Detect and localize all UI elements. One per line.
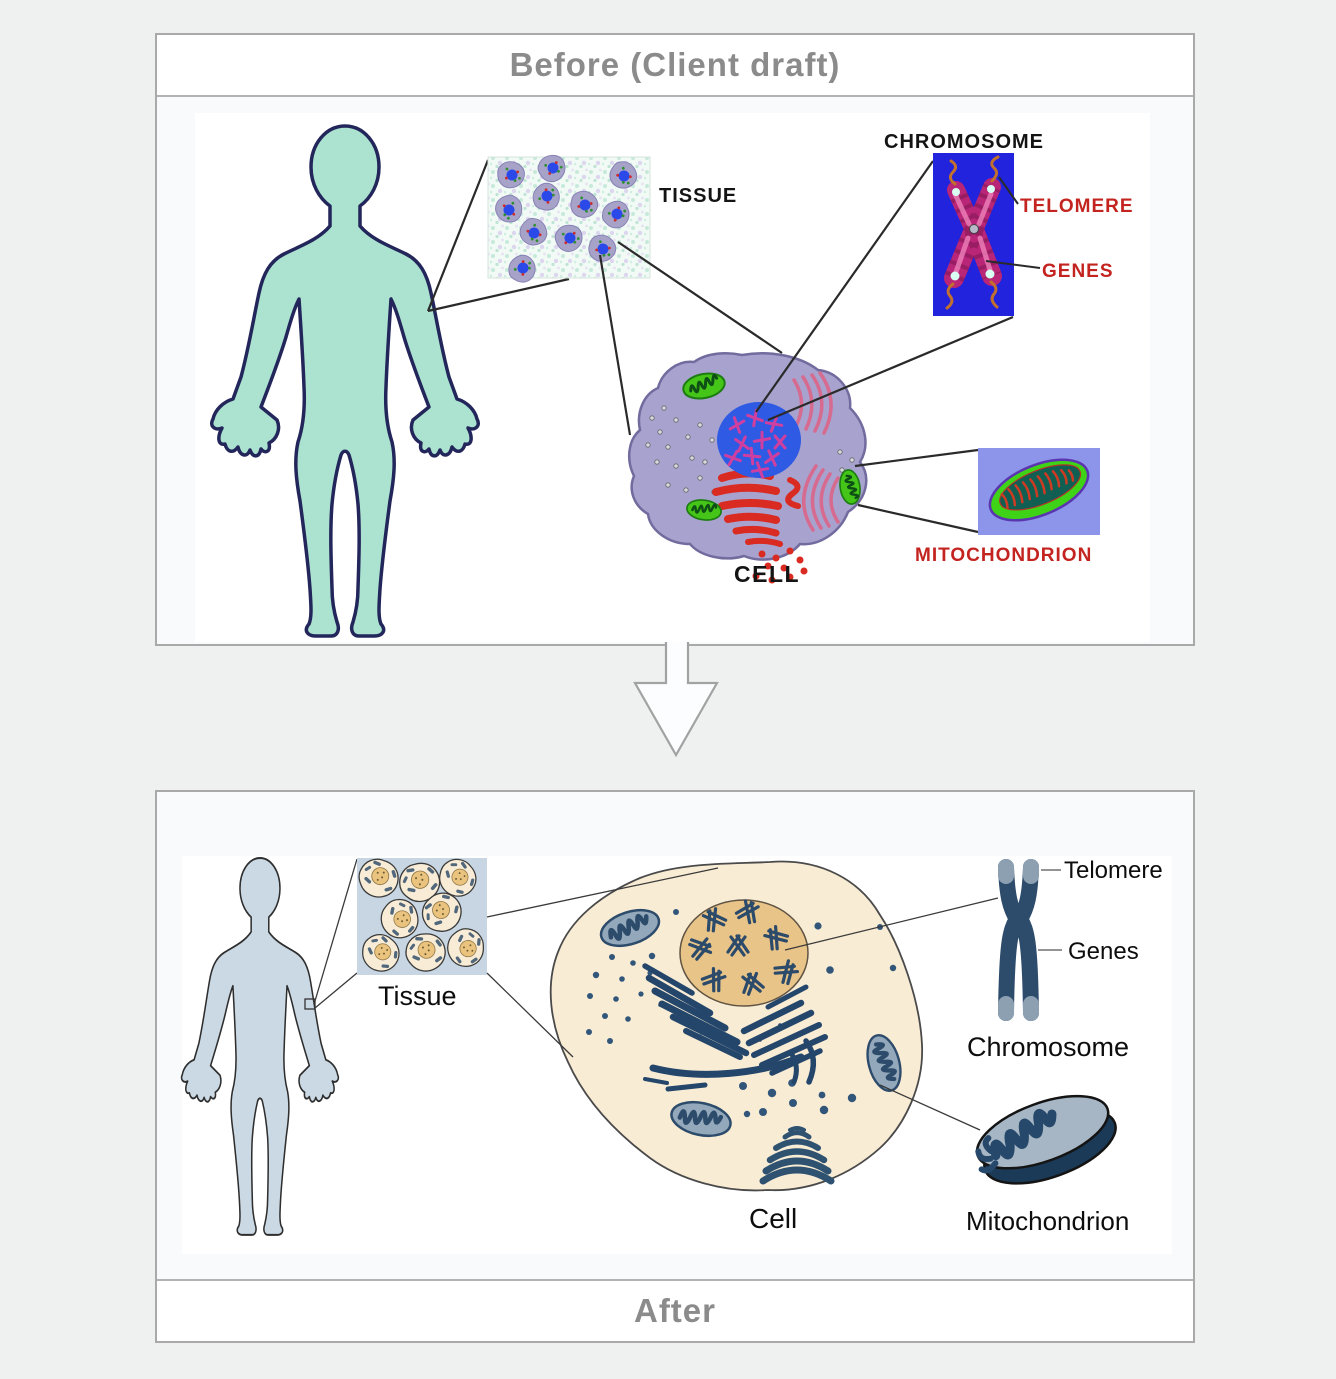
cell-granules: [645, 405, 855, 495]
after-pointer-lines: [1038, 869, 1062, 951]
chromosome-highlights: [952, 191, 994, 275]
cell-label: Cell: [749, 1203, 797, 1234]
endoplasmic-reticulum: [642, 963, 828, 1092]
tissue-illustration: [487, 151, 651, 289]
before-panel: Before (Client draft): [155, 33, 1195, 646]
golgi-apparatus: [759, 1126, 835, 1185]
after-connector-lines: [486, 867, 999, 1131]
cell-label: CELL: [734, 561, 800, 587]
telomere-tips: [950, 185, 995, 281]
tissue-label: Tissue: [378, 981, 457, 1011]
before-illustration: TISSUE CHROMOSOME TELOMERE GENES CELL MI…: [157, 97, 1193, 644]
body-to-tissue-lines: [314, 858, 358, 1009]
after-title: After: [633, 1292, 716, 1329]
cell-membrane: [549, 860, 923, 1192]
before-connector-lines: [598, 160, 1014, 534]
centromere: [969, 224, 979, 234]
chromosome-label: Chromosome: [967, 1032, 1129, 1062]
telomere-label: TELOMERE: [1020, 196, 1134, 217]
chromatids: [998, 859, 1039, 1021]
genes-label: Genes: [1068, 938, 1139, 965]
cell-dots: [586, 909, 897, 1118]
after-footer: After: [157, 1279, 1193, 1341]
biopsy-marker: [304, 998, 316, 1010]
cell-illustration: [627, 352, 868, 584]
after-panel: Tissue Telomere Genes Chromosome Cell Mi…: [155, 790, 1195, 1343]
tissue-illustration: [354, 851, 488, 979]
down-arrow-icon: [633, 642, 719, 758]
golgi-vesicles: [752, 547, 808, 584]
chromosome-illustration: [933, 153, 1014, 316]
after-illustration-svg: Tissue Telomere Genes Chromosome Cell Mi…: [180, 851, 1172, 1254]
before-pointer-lines: [985, 176, 1041, 269]
body-to-tissue-lines: [426, 159, 570, 313]
after-illustration: Tissue Telomere Genes Chromosome Cell Mi…: [157, 792, 1193, 1279]
before-title: Before (Client draft): [509, 46, 841, 83]
tissue-label: TISSUE: [659, 185, 737, 207]
telomere-label: Telomere: [1064, 857, 1163, 884]
before-illustration-svg: TISSUE CHROMOSOME TELOMERE GENES CELL MI…: [195, 113, 1150, 642]
endoplasmic-reticulum-arcs: [792, 371, 840, 532]
chromosome-illustration: [998, 859, 1039, 1021]
telomere-caps: [998, 859, 1039, 1021]
mitochondrion-illustration: [978, 448, 1100, 535]
mitochondrion-large: [975, 1094, 1117, 1185]
mitochondrion-label: Mitochondrion: [966, 1206, 1129, 1236]
cell-illustration: [549, 860, 923, 1192]
chromosome-label: CHROMOSOME: [884, 131, 1044, 153]
mitochondrion-label: MITOCHONDRION: [915, 545, 1092, 566]
before-header: Before (Client draft): [157, 35, 1193, 97]
telomere-squiggles: [945, 155, 1000, 310]
genes-label: GENES: [1042, 261, 1114, 282]
